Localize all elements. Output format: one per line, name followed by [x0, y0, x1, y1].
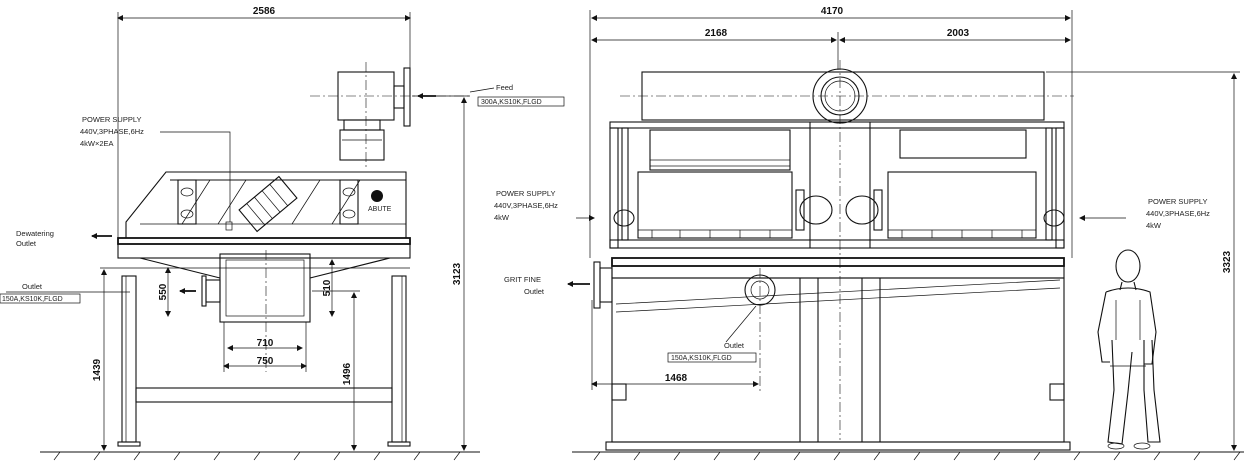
- dim-text-3123: 3123: [452, 262, 463, 285]
- manufacturer-logo: [371, 190, 383, 202]
- right-outlet-spec: 150A,KS10K,FLGD: [671, 355, 732, 362]
- rps-right-title: POWER SUPPLY: [1148, 197, 1207, 206]
- dim-text-510: 510: [322, 279, 333, 296]
- top-feed-trough: [620, 60, 1074, 440]
- grit-outlet-annotation: GRIT FINE Outlet: [504, 275, 590, 296]
- dim-text-2003: 2003: [947, 28, 970, 39]
- grit-label-2: Outlet: [524, 287, 545, 296]
- right-ground-line: [572, 451, 1244, 461]
- power-supply-voltage: 440V,3PHASE,6Hz: [80, 127, 144, 136]
- feed-label: Feed: [496, 83, 513, 92]
- outlet-label: Outlet: [22, 282, 43, 291]
- dim-right-overall-width: 4170: [589, 6, 1073, 258]
- feed-spec: 300A,KS10K,FLGD: [481, 99, 542, 106]
- dim-right-spans: 2168 2003: [591, 28, 1071, 70]
- dim-text-710: 710: [257, 338, 274, 349]
- dim-text-1439: 1439: [92, 358, 103, 381]
- dim-text-4170: 4170: [821, 6, 844, 17]
- power-supply-title: POWER SUPPLY: [82, 115, 141, 124]
- dim-text-1496: 1496: [342, 362, 353, 385]
- left-outlet-annotation: Outlet 150A,KS10K,FLGD: [0, 282, 196, 304]
- right-elevation-view: 4170 2168 2003 3323: [494, 6, 1244, 461]
- dim-text-3323: 3323: [1222, 250, 1233, 273]
- human-scale-figure: [1097, 249, 1161, 450]
- outlet-spec: 150A,KS10K,FLGD: [2, 296, 63, 303]
- dim-left-overall-height: 3123: [412, 95, 470, 451]
- dim-text-2168: 2168: [705, 28, 728, 39]
- right-power-supply-right: POWER SUPPLY 440V,3PHASE,6Hz 4kW: [1079, 197, 1210, 230]
- right-outlet-annotation: Outlet 150A,KS10K,FLGD: [667, 305, 757, 363]
- dim-leg-height: 1439: [92, 267, 118, 451]
- logo-text: ABUTE: [368, 206, 392, 213]
- dim-right-overall-height: 3323: [1046, 71, 1240, 451]
- dim-outlet-elevation: 1496: [312, 290, 360, 451]
- dim-text-2586: 2586: [253, 6, 276, 17]
- right-power-supply-left: POWER SUPPLY 440V,3PHASE,6Hz 4kW: [494, 189, 595, 222]
- rps-left-voltage: 440V,3PHASE,6Hz: [494, 201, 558, 210]
- left-power-supply-note: POWER SUPPLY 440V,3PHASE,6Hz 4kW×2EA: [80, 115, 233, 231]
- feed-annotation: Feed 300A,KS10K,FLGD: [417, 83, 565, 107]
- dim-left-overall-width: 2586: [117, 6, 411, 240]
- right-outlet-label: Outlet: [724, 341, 745, 350]
- feed-spec-box: [477, 96, 565, 107]
- left-elevation-view: 2586 Feed 300A,KS10K,FLGD POWER SUPPLY 4…: [0, 6, 565, 461]
- dewatering-label-2: Outlet: [16, 239, 37, 248]
- feed-inlet-housing: [310, 62, 470, 170]
- rps-left-kw: 4kW: [494, 213, 510, 222]
- power-supply-kw: 4kW×2EA: [80, 139, 114, 148]
- dim-text-1468: 1468: [665, 373, 688, 384]
- dim-outlet-offset: 1468: [591, 300, 759, 390]
- screen-body: ABUTE: [125, 171, 407, 239]
- rps-right-kw: 4kW: [1146, 221, 1162, 230]
- dim-text-550: 550: [158, 283, 169, 300]
- dim-text-750: 750: [257, 356, 274, 367]
- right-outlet-spec-box: [667, 352, 757, 363]
- outlet-spec-box: [0, 293, 81, 304]
- dewatering-label-1: Dewatering: [16, 229, 54, 238]
- left-base-frame: [117, 237, 411, 447]
- right-base-tank: [593, 257, 1071, 451]
- dewatering-outlet-annotation: Dewatering Outlet: [16, 229, 112, 248]
- rps-left-title: POWER SUPPLY: [496, 189, 555, 198]
- dim-outlet-widths: 710 750: [223, 322, 307, 372]
- right-upper-frame: [609, 121, 1065, 249]
- grit-label-1: GRIT FINE: [504, 275, 541, 284]
- left-ground-line: [40, 451, 480, 461]
- dim-outlet-heights: 550 510: [158, 259, 335, 317]
- rps-right-voltage: 440V,3PHASE,6Hz: [1146, 209, 1210, 218]
